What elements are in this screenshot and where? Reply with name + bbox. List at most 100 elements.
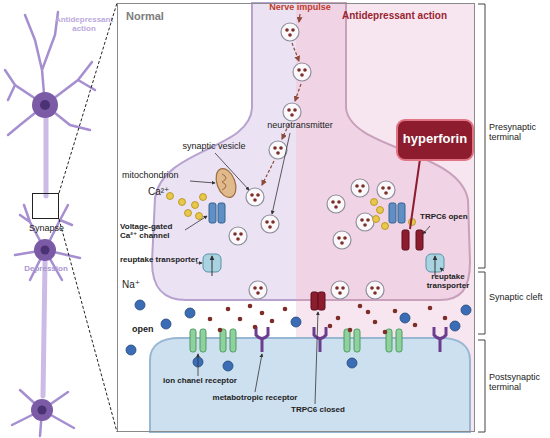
neurotransmitter-molecule	[366, 310, 371, 315]
calcium-ion	[382, 223, 389, 230]
neurotransmitter-molecule	[226, 307, 231, 312]
panel-heading: Normal	[126, 10, 196, 23]
neurotransmitter-molecule	[238, 317, 243, 322]
region-label: Synaptic cleft	[489, 292, 549, 302]
receptor	[256, 327, 268, 352]
neurotransmitter-molecule	[393, 309, 398, 314]
reuptake-transporter	[203, 254, 444, 276]
trpc6-channel	[311, 292, 318, 310]
trpc6-channel	[318, 292, 325, 310]
leader-line	[315, 312, 318, 404]
part-label: metabotropic receptor	[200, 394, 310, 403]
trpc6-channel	[311, 230, 423, 310]
region-label: Presynaptic terminal	[489, 122, 549, 142]
part-label: TRPC6 open	[420, 213, 476, 222]
signal-label: Nerve impulse	[262, 2, 338, 12]
calcium-ion	[196, 213, 203, 220]
receptor	[220, 329, 236, 352]
mitochondrion	[222, 174, 226, 190]
synaptic-vesicle	[246, 188, 264, 206]
leader-line	[215, 153, 249, 190]
receptor	[190, 327, 446, 352]
synaptic-vesicle	[261, 215, 279, 233]
impulse-arrows	[292, 43, 299, 61]
synaptic-vesicle	[327, 195, 345, 213]
calcium-ion	[179, 199, 186, 206]
leader-line	[255, 354, 262, 392]
synaptic-vesicle	[229, 23, 395, 299]
part-label: ion chanel receptor	[150, 377, 250, 386]
mitochondrion	[212, 166, 239, 200]
neurotransmitter-molecule	[208, 317, 213, 322]
trpc6-channel	[416, 230, 423, 250]
region-bracket	[478, 4, 485, 432]
axon	[44, 118, 49, 196]
neurotransmitter-molecule	[253, 325, 258, 330]
calcium-ion	[200, 194, 207, 201]
neuron-illustration	[5, 12, 95, 436]
synaptic-vesicle	[249, 281, 267, 299]
receptor	[314, 327, 326, 352]
mitochondrion	[212, 166, 239, 200]
calcium-ion	[373, 216, 380, 223]
neurotransmitter-molecule	[260, 311, 265, 316]
drug-box: hyperforin	[396, 119, 474, 161]
neurotransmitter-molecule	[283, 307, 288, 312]
ion-label: Ca²⁺	[148, 186, 180, 197]
part-label: TRPC6 closed	[286, 406, 350, 415]
neurotransmitter-molecule	[348, 328, 353, 333]
calcium-ion	[167, 193, 416, 230]
part-label: neurotransmitter	[258, 120, 342, 130]
sodium-ion	[400, 313, 410, 323]
impulse-arrows	[262, 161, 274, 185]
part-label: reuptake transporter	[420, 273, 476, 291]
synapse-box: Synapse	[32, 193, 59, 219]
synaptic-vesicle	[351, 179, 369, 197]
region-bracket	[478, 340, 485, 432]
impulse-arrows	[262, 14, 301, 185]
postsynaptic-membrane	[150, 338, 470, 432]
trpc6-channel	[402, 230, 409, 250]
region-bracket	[478, 272, 485, 334]
part-label: reuptake transporter	[120, 256, 200, 265]
nucleus	[41, 246, 50, 255]
hyperforin-pointer	[410, 159, 420, 229]
synaptic-vesicle	[356, 213, 374, 231]
impulse-arrows	[299, 14, 300, 22]
cell-body	[34, 239, 56, 261]
synaptic-vesicle	[331, 281, 349, 299]
calcium-channel	[398, 203, 405, 223]
region-label: Postsynaptic terminal	[489, 372, 549, 392]
leader-line	[185, 133, 444, 404]
calcium-ion	[185, 210, 192, 217]
receptor	[434, 327, 446, 352]
part-label: synaptic vesicle	[172, 141, 256, 151]
neurotransmitter-molecule	[208, 304, 448, 335]
cell-body	[31, 399, 53, 421]
box-label: Synapse	[17, 223, 76, 233]
zoom-guide-line	[59, 219, 117, 432]
ion-label: Na⁺	[122, 279, 152, 290]
synaptic-vesicle	[366, 281, 384, 299]
leader-line	[440, 268, 444, 271]
sodium-ion	[161, 319, 171, 329]
part-label: mitochondrion	[122, 170, 194, 180]
calcium-channel	[209, 203, 405, 223]
synaptic-vesicle	[333, 231, 351, 249]
leader-line	[198, 354, 199, 376]
neurotransmitter-molecule	[413, 323, 418, 328]
receptor	[386, 329, 402, 352]
leader-line	[272, 133, 290, 214]
nucleus	[38, 406, 47, 415]
synaptic-vesicle	[377, 181, 395, 199]
neurotransmitter-molecule	[336, 316, 341, 321]
sodium-ion	[185, 308, 195, 318]
faint-caption: Antidepressant action	[52, 16, 116, 34]
sodium-ion	[450, 321, 460, 331]
leader-line	[190, 181, 215, 183]
calcium-channel	[389, 203, 396, 223]
calcium-ion	[192, 202, 199, 209]
receptor	[190, 329, 206, 352]
neurotransmitter-molecule	[218, 328, 223, 333]
